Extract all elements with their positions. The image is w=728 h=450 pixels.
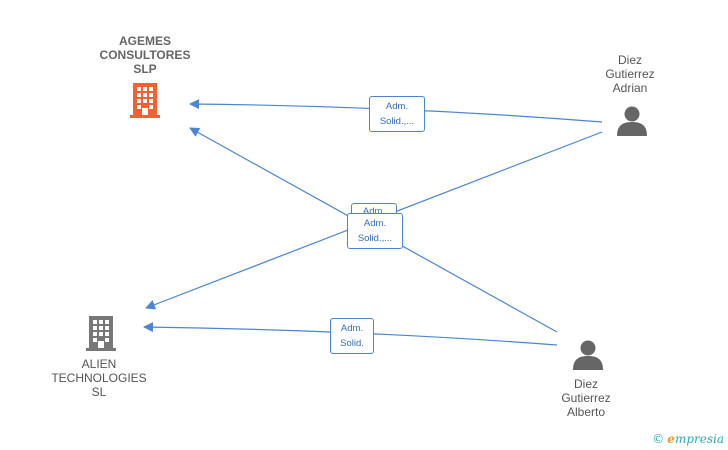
- building-icon[interactable]: [86, 316, 116, 351]
- edge-label-line: Adm.: [385, 101, 409, 112]
- person-icon[interactable]: [617, 106, 647, 137]
- edge-label-line: Adm.: [340, 323, 364, 334]
- edge-label-line: Adm.: [362, 206, 386, 217]
- edge-label-alberto-agemes[interactable]: Adm. Solid.,...: [347, 213, 403, 249]
- label-line: Adrian: [612, 81, 648, 95]
- person-label-adrian[interactable]: Diez Gutierrez Adrian: [590, 53, 670, 95]
- brand-initial: e: [667, 432, 675, 446]
- company-label-agemes[interactable]: AGEMES CONSULTORES SLP: [84, 34, 206, 76]
- label-line: ALIEN: [81, 357, 117, 371]
- label-line: TECHNOLOGIES: [51, 371, 147, 385]
- edge-label-alberto-alien[interactable]: Adm. Solid.: [330, 318, 374, 354]
- edge-label-adrian-agemes[interactable]: Adm. Solid.,...: [369, 96, 425, 132]
- edge-label-line: Adm.: [363, 218, 387, 229]
- building-icon[interactable]: [130, 83, 160, 118]
- label-line: Diez: [573, 377, 598, 391]
- brand-watermark: ©empresia: [652, 432, 724, 446]
- label-line: CONSULTORES: [99, 48, 191, 62]
- edge-label-line: Solid.,...: [379, 116, 415, 127]
- edge-label-line: Solid.: [340, 338, 364, 349]
- brand-name: mpresia: [674, 432, 724, 446]
- person-icon[interactable]: [573, 340, 603, 371]
- label-line: AGEMES: [118, 34, 171, 48]
- label-line: Gutierrez: [561, 391, 611, 405]
- company-label-alien[interactable]: ALIEN TECHNOLOGIES SL: [40, 357, 158, 399]
- person-label-alberto[interactable]: Diez Gutierrez Alberto: [546, 377, 626, 419]
- label-line: Alberto: [566, 405, 606, 419]
- label-line: SLP: [133, 62, 157, 76]
- label-line: Diez: [617, 53, 642, 67]
- label-line: Gutierrez: [605, 67, 655, 81]
- edge-label-line: Solid.,...: [357, 233, 393, 244]
- label-line: SL: [91, 385, 107, 399]
- copyright-symbol: ©: [652, 432, 665, 446]
